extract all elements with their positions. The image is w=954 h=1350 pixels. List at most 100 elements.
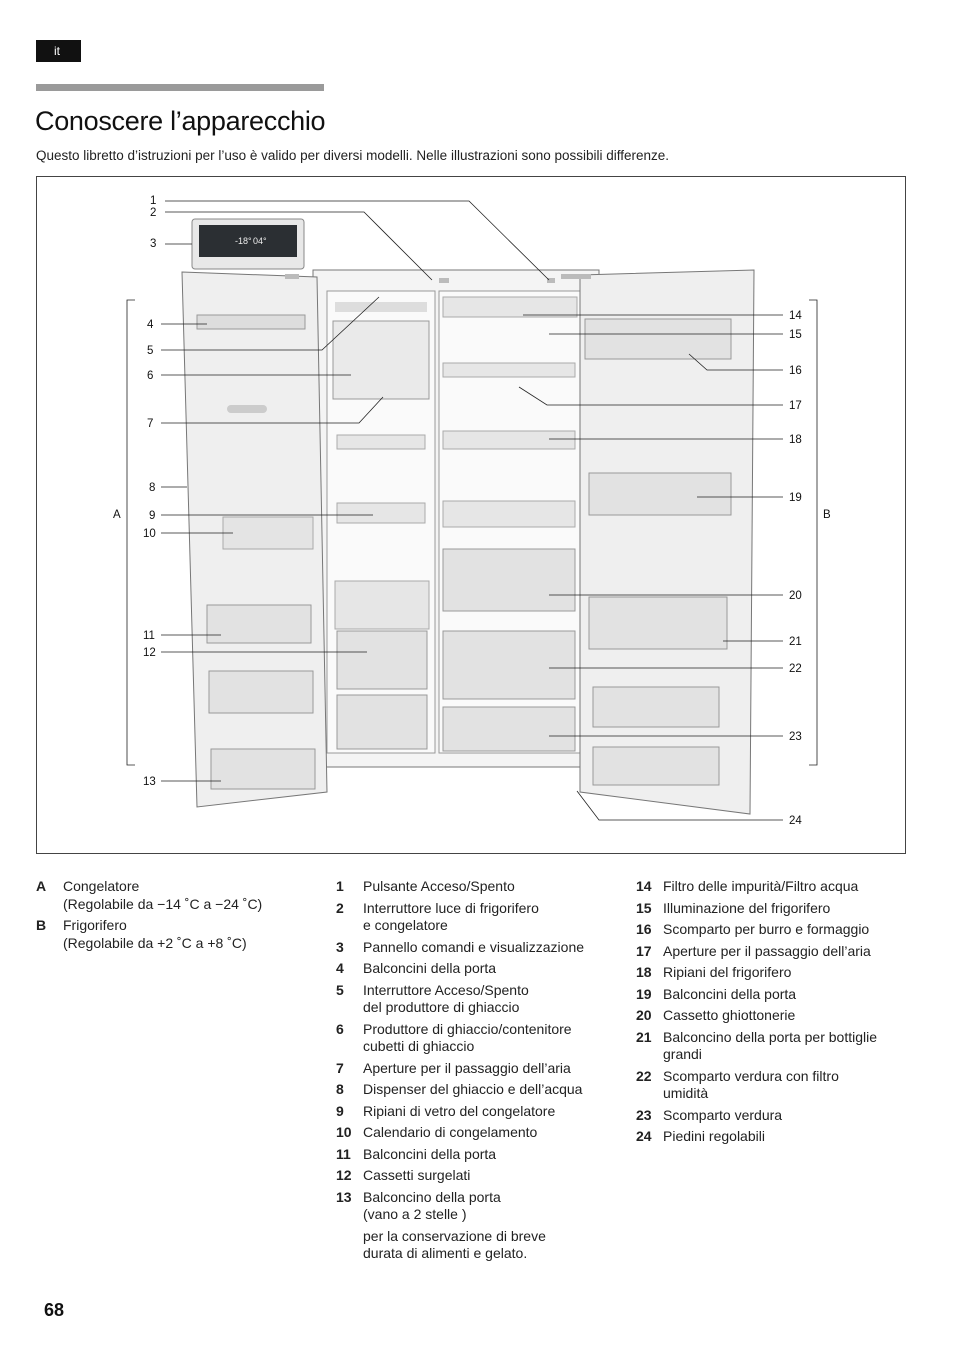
legend-item-16: 16 Scomparto per burro e formaggio [636,921,916,939]
legend-key: 9 [336,1102,344,1119]
legend-text: Dispenser del ghiaccio e dell’acqua [363,1081,583,1097]
legend-key: 3 [336,938,344,955]
legend-key: 19 [636,985,652,1002]
legend-text: Pulsante Acceso/Spento [363,878,515,894]
legend-key: 10 [336,1124,352,1140]
callout-15: 15 [789,329,802,341]
legend-text: umidità [663,1085,709,1101]
callout-23: 23 [789,731,802,743]
header-rule [36,84,324,91]
legend-key: 23 [636,1106,652,1123]
legend-text: Balconcino della porta per bottiglie [663,1028,878,1045]
legend-key: 22 [636,1067,652,1084]
legend-key: 21 [636,1028,652,1045]
legend-item-24: 24 Piedini regolabili [636,1128,916,1146]
leader-5 [161,296,380,351]
legend-text: Aperture per il passaggio dell’aria [663,942,871,959]
callout-22: 22 [789,663,802,675]
leader-1 [165,200,550,281]
legend-key: 6 [336,1020,344,1037]
legend-item-3: 3 Pannello comandi e visualizzazione [336,939,616,957]
legend-key: 24 [636,1128,652,1144]
legend-text: Balconcini della porta [663,985,797,1002]
callout-8: 8 [149,482,155,494]
top-switch-right [561,274,591,279]
dairy-bin-16 [584,318,732,360]
callout-3: 3 [150,238,156,250]
crisper-drawer-22 [442,630,576,700]
filter-14 [442,296,578,318]
legend-key: 16 [636,921,652,937]
freezer-temp-readout: -18° [235,236,252,246]
door-bin-11b [208,670,314,714]
control-display [199,225,297,257]
legend-note: per la conservazione di breve [363,1227,546,1244]
leader-7 [161,396,384,424]
legend-key: B [36,917,47,933]
callout-17: 17 [789,400,802,412]
legend-text: Pannello comandi e visualizzazione [363,938,585,955]
legend-text: grandi [663,1046,702,1062]
legend-text: Interruttore luce di frigorifero [363,899,539,916]
fridge-illustration: -18° 04° [113,195,831,827]
crisper-drawer-23 [442,706,576,752]
top-switch-left [285,274,299,279]
language-tab: it [36,40,81,62]
callout-1: 1 [150,195,156,207]
door-bin-21 [588,596,728,650]
callout-4: 4 [147,319,154,331]
callout-21: 21 [789,636,802,648]
page-number: 68 [44,1300,65,1320]
legend-text: (vano a 2 stelle ) [363,1206,467,1222]
leader-17 [518,386,783,406]
door-bin-21c [592,746,720,786]
legend-text: Illuminazione del frigorifero [663,899,831,916]
legend-text: Interruttore Acceso/Spento [363,981,529,998]
legend-text: Scomparto verdura con filtro [663,1067,839,1084]
legend-text: Frigorifero [63,917,127,933]
legend-text: e congelatore [363,917,448,933]
ice-maker-6 [332,320,430,400]
light-switch-freezer [439,278,449,283]
legend-key: 11 [336,1145,351,1162]
legend-text: Cassetti surgelati [363,1167,471,1183]
callout-12: 12 [143,647,156,659]
callout-14: 14 [789,310,802,322]
deli-drawer-20 [442,548,576,612]
fridge-shelf-18 [442,430,576,450]
callout-2: 2 [150,207,156,219]
legend-key: 17 [636,942,652,959]
legend-note: durata di alimenti e gelato. [363,1245,528,1261]
bracket-a [126,299,135,766]
legend-text: del produttore di ghiaccio [363,999,520,1015]
legend-text: Scomparto verdura [663,1106,783,1123]
freezer-shelf-9 [336,502,426,524]
legend-text: Produttore di ghiaccio/contenitore [363,1020,572,1037]
legend-key: 1 [336,878,344,894]
fridge-shelf-c [442,500,576,528]
callout-24: 24 [789,815,802,827]
door-bin-4 [196,314,306,330]
callout-6: 6 [147,370,153,382]
legend-text: Cassetto ghiottonerie [663,1007,796,1023]
legend-key: 8 [336,1081,344,1097]
legend-text: Piedini regolabili [663,1128,765,1144]
legend-item-1: 1 Pulsante Acceso/Spento [336,878,616,896]
callout-10: 10 [143,528,156,540]
legend-text: Scomparto per burro e formaggio [663,921,870,937]
callout-5: 5 [147,345,153,357]
leader-24 [576,790,783,821]
